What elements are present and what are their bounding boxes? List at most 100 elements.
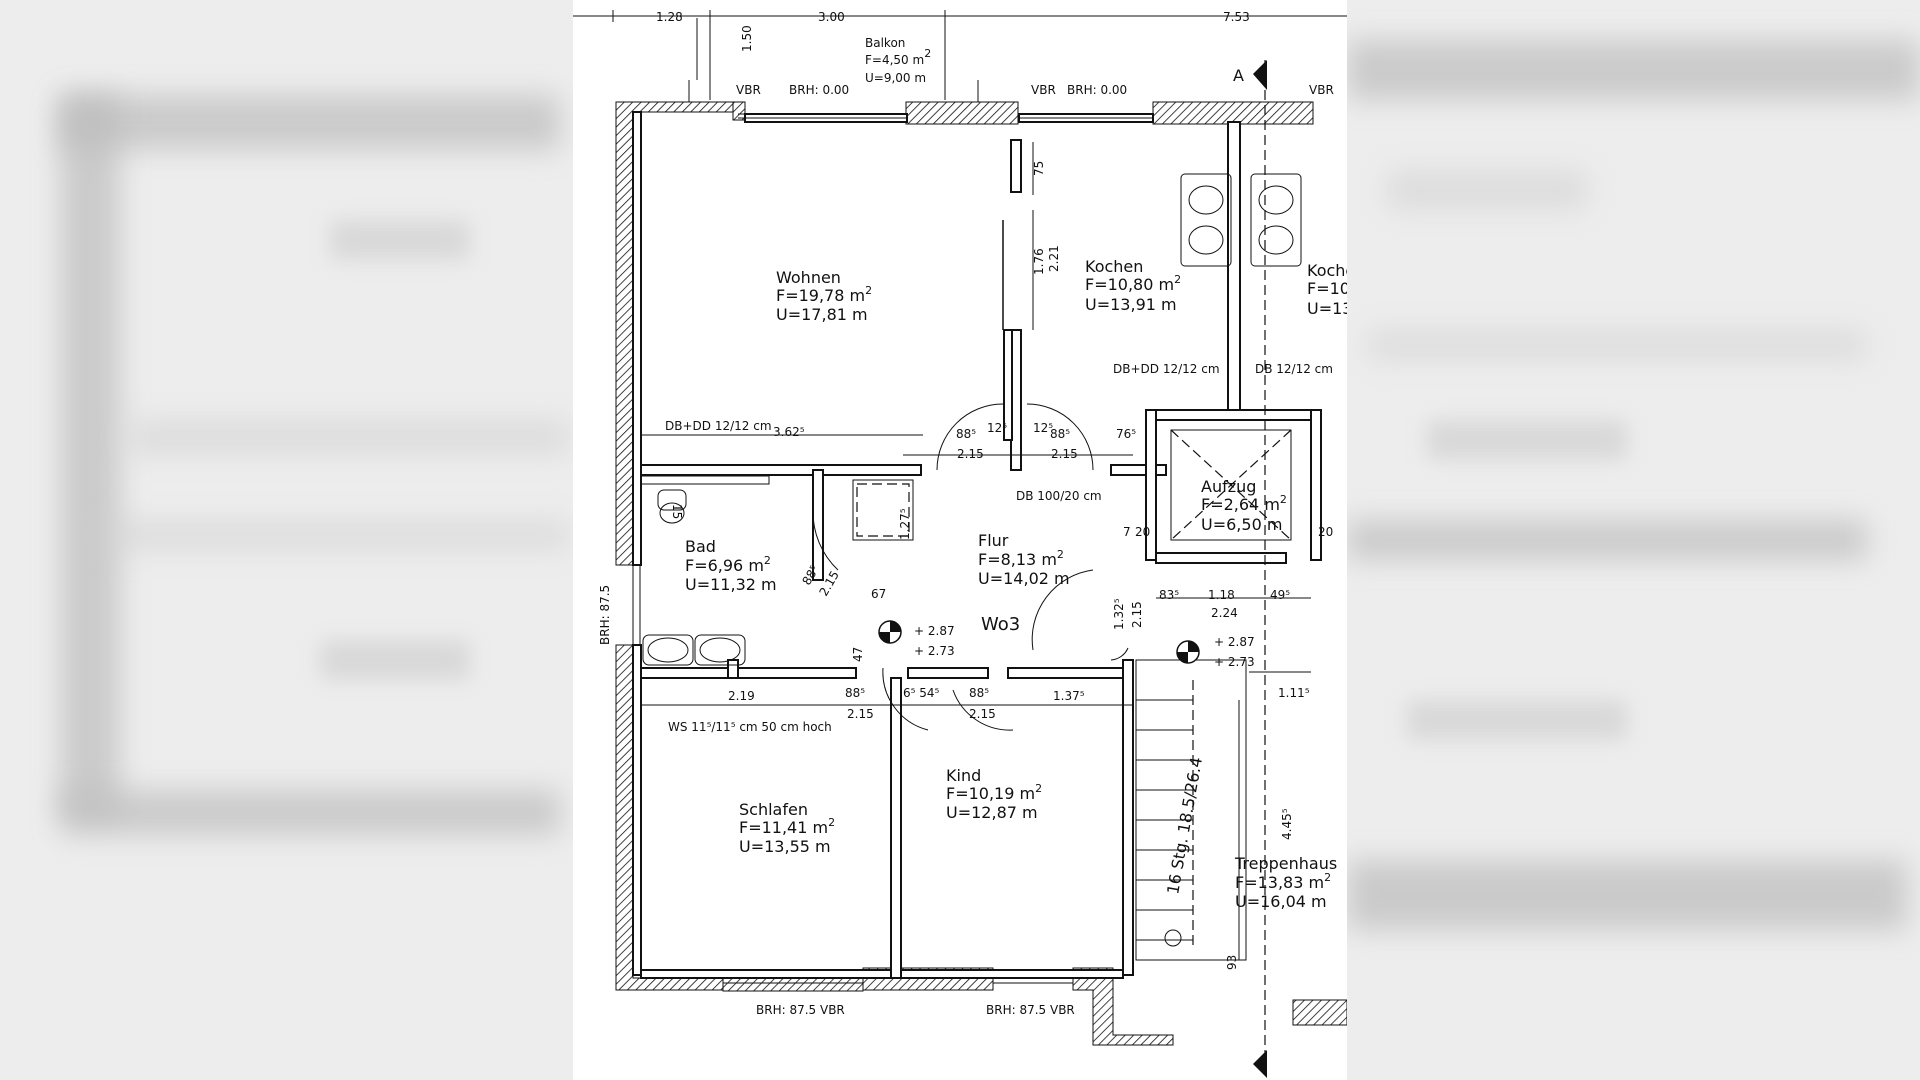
schlafen-perimeter: U=13,55 m bbox=[739, 837, 831, 856]
dimension-lines bbox=[641, 142, 1311, 960]
dim-label: 20 bbox=[1135, 525, 1150, 539]
dim-label: 67 bbox=[871, 587, 886, 601]
kitchen-sinks bbox=[1180, 173, 1302, 267]
dim-label: 1.50 bbox=[740, 25, 754, 52]
level-a: + 2.87 bbox=[914, 624, 955, 638]
blurred-background-left bbox=[0, 0, 573, 1080]
interior-walls bbox=[632, 111, 1322, 979]
dim-label: 88⁵ bbox=[1050, 427, 1070, 441]
dim-label: 88⁵ bbox=[969, 686, 989, 700]
stairs-label: 16 Stg. 18.5/26.4 bbox=[1163, 756, 1206, 896]
dim-label: 12⁵ bbox=[1033, 421, 1053, 435]
dim-label: BRH: 0.00 bbox=[789, 83, 849, 97]
dimension-labels: 1.28 3.00 7.53 1.50 VBR BRH: 0.00 VBR BR… bbox=[598, 10, 1334, 1017]
flur-area: F=8,13 m2 bbox=[978, 548, 1064, 569]
dim-label: 1.76 bbox=[1032, 248, 1046, 275]
blurred-wall bbox=[1347, 860, 1907, 930]
blurred-wall bbox=[1347, 40, 1920, 100]
elevator-shaft bbox=[1170, 429, 1292, 541]
dim-label: 75 bbox=[1032, 161, 1046, 176]
dim-label: 2.19 bbox=[728, 689, 755, 703]
level-markers bbox=[878, 620, 1200, 664]
blurred-wall bbox=[1367, 330, 1867, 360]
blurred-wall bbox=[110, 520, 570, 550]
bad-perimeter: U=11,32 m bbox=[685, 575, 777, 594]
dim-label: 1.27⁵ bbox=[898, 508, 912, 540]
sliding-door-kochen bbox=[1002, 220, 1013, 441]
floor-plan-drawing: Balkon F=4,50 m2 U=9,00 m Wohnen F=19,78… bbox=[573, 10, 1347, 1080]
wohnen-area: F=19,78 m2 bbox=[776, 284, 872, 305]
treppenhaus-perimeter: U=16,04 m bbox=[1235, 892, 1327, 911]
aufzug-area: F=2,64 m2 bbox=[1201, 493, 1287, 514]
dim-label: 1.37⁵ bbox=[1053, 689, 1085, 703]
dim-label: 2.15 bbox=[957, 447, 984, 461]
bathroom-fixtures bbox=[640, 475, 914, 666]
blurred-wall bbox=[1347, 520, 1867, 560]
dim-label: 4.45⁵ bbox=[1280, 808, 1294, 840]
unit-label: Wo3 bbox=[981, 614, 1020, 635]
dim-label: 1.18 bbox=[1208, 588, 1235, 602]
bad-name: Bad bbox=[685, 537, 716, 556]
blurred-text bbox=[330, 220, 470, 260]
kind-area: F=10,19 m2 bbox=[946, 782, 1042, 803]
dim-label: 2.15 bbox=[969, 707, 996, 721]
dim-label: 3.62⁵ bbox=[773, 425, 805, 439]
balkon-name: Balkon bbox=[865, 36, 905, 50]
aufzug-name: Aufzug bbox=[1201, 477, 1256, 496]
dim-label: 20 bbox=[1318, 525, 1333, 539]
dim-label: VBR bbox=[1031, 83, 1056, 97]
dim-label: 12⁵ bbox=[987, 421, 1007, 435]
door-swings bbox=[812, 403, 1129, 731]
dim-label: WS 11⁵/11⁵ cm 50 cm hoch bbox=[668, 720, 832, 734]
dim-label: 2.15 bbox=[1051, 447, 1078, 461]
blurred-wall bbox=[130, 420, 570, 455]
schlafen-name: Schlafen bbox=[739, 800, 808, 819]
dim-label: 1.32⁵ bbox=[1112, 598, 1126, 630]
dim-label: 2.15 bbox=[847, 707, 874, 721]
dim-label: 7.53 bbox=[1223, 10, 1250, 24]
dim-label: VBR bbox=[1309, 83, 1334, 97]
aufzug-perimeter: U=6,50 m bbox=[1201, 515, 1282, 534]
blurred-text bbox=[1427, 420, 1627, 460]
blurred-wall bbox=[60, 790, 560, 835]
dim-label: 2.15 bbox=[1130, 601, 1144, 628]
dim-label: 15 bbox=[670, 504, 684, 519]
kind-perimeter: U=12,87 m bbox=[946, 803, 1038, 822]
bad-area: F=6,96 m2 bbox=[685, 554, 771, 575]
dim-label: 3.00 bbox=[818, 10, 845, 24]
balkon-perimeter: U=9,00 m bbox=[865, 71, 926, 85]
dim-label: 83⁵ bbox=[1159, 588, 1179, 602]
schlafen-area: F=11,41 m2 bbox=[739, 816, 835, 837]
windows bbox=[632, 113, 1153, 984]
blurred-wall bbox=[60, 95, 560, 150]
dim-label: DB 100/20 cm bbox=[1016, 489, 1102, 503]
dim-label: 6⁵ 54⁵ bbox=[903, 686, 940, 700]
wohnen-perimeter: U=17,81 m bbox=[776, 305, 868, 324]
balkon-area: F=4,50 m2 bbox=[865, 47, 931, 67]
dim-label: DB 12/12 cm bbox=[1255, 362, 1333, 376]
kochen2-perimeter: U=13 bbox=[1307, 299, 1347, 318]
dim-label: 1.11⁵ bbox=[1278, 686, 1310, 700]
dim-label: 93 bbox=[1225, 955, 1239, 970]
room-labels: Balkon F=4,50 m2 U=9,00 m Wohnen F=19,78… bbox=[685, 36, 1347, 911]
kochen-area: F=10,80 m2 bbox=[1085, 273, 1181, 294]
dim-label: 88⁵ bbox=[956, 427, 976, 441]
dim-label: DB+DD 12/12 cm bbox=[665, 419, 772, 433]
dim-label: VBR bbox=[736, 83, 761, 97]
dim-label: 2.21 bbox=[1047, 245, 1061, 272]
blurred-text bbox=[1407, 700, 1627, 740]
dim-label: BRH: 0.00 bbox=[1067, 83, 1127, 97]
floor-plan: Balkon F=4,50 m2 U=9,00 m Wohnen F=19,78… bbox=[573, 0, 1347, 1080]
dim-label: DB+DD 12/12 cm bbox=[1113, 362, 1220, 376]
dim-label: 76⁵ bbox=[1116, 427, 1136, 441]
blurred-background-right bbox=[1347, 0, 1920, 1080]
kind-name: Kind bbox=[946, 766, 981, 785]
blurred-text bbox=[320, 640, 470, 680]
kochen-perimeter: U=13,91 m bbox=[1085, 295, 1177, 314]
flur-name: Flur bbox=[978, 531, 1009, 550]
section-marker: A bbox=[1233, 66, 1244, 85]
kochen2-name: Koche bbox=[1307, 261, 1347, 280]
kochen2-area: F=10 bbox=[1307, 279, 1347, 298]
dim-label: BRH: 87.5 bbox=[598, 585, 612, 645]
dim-label: 1.28 bbox=[656, 10, 683, 24]
